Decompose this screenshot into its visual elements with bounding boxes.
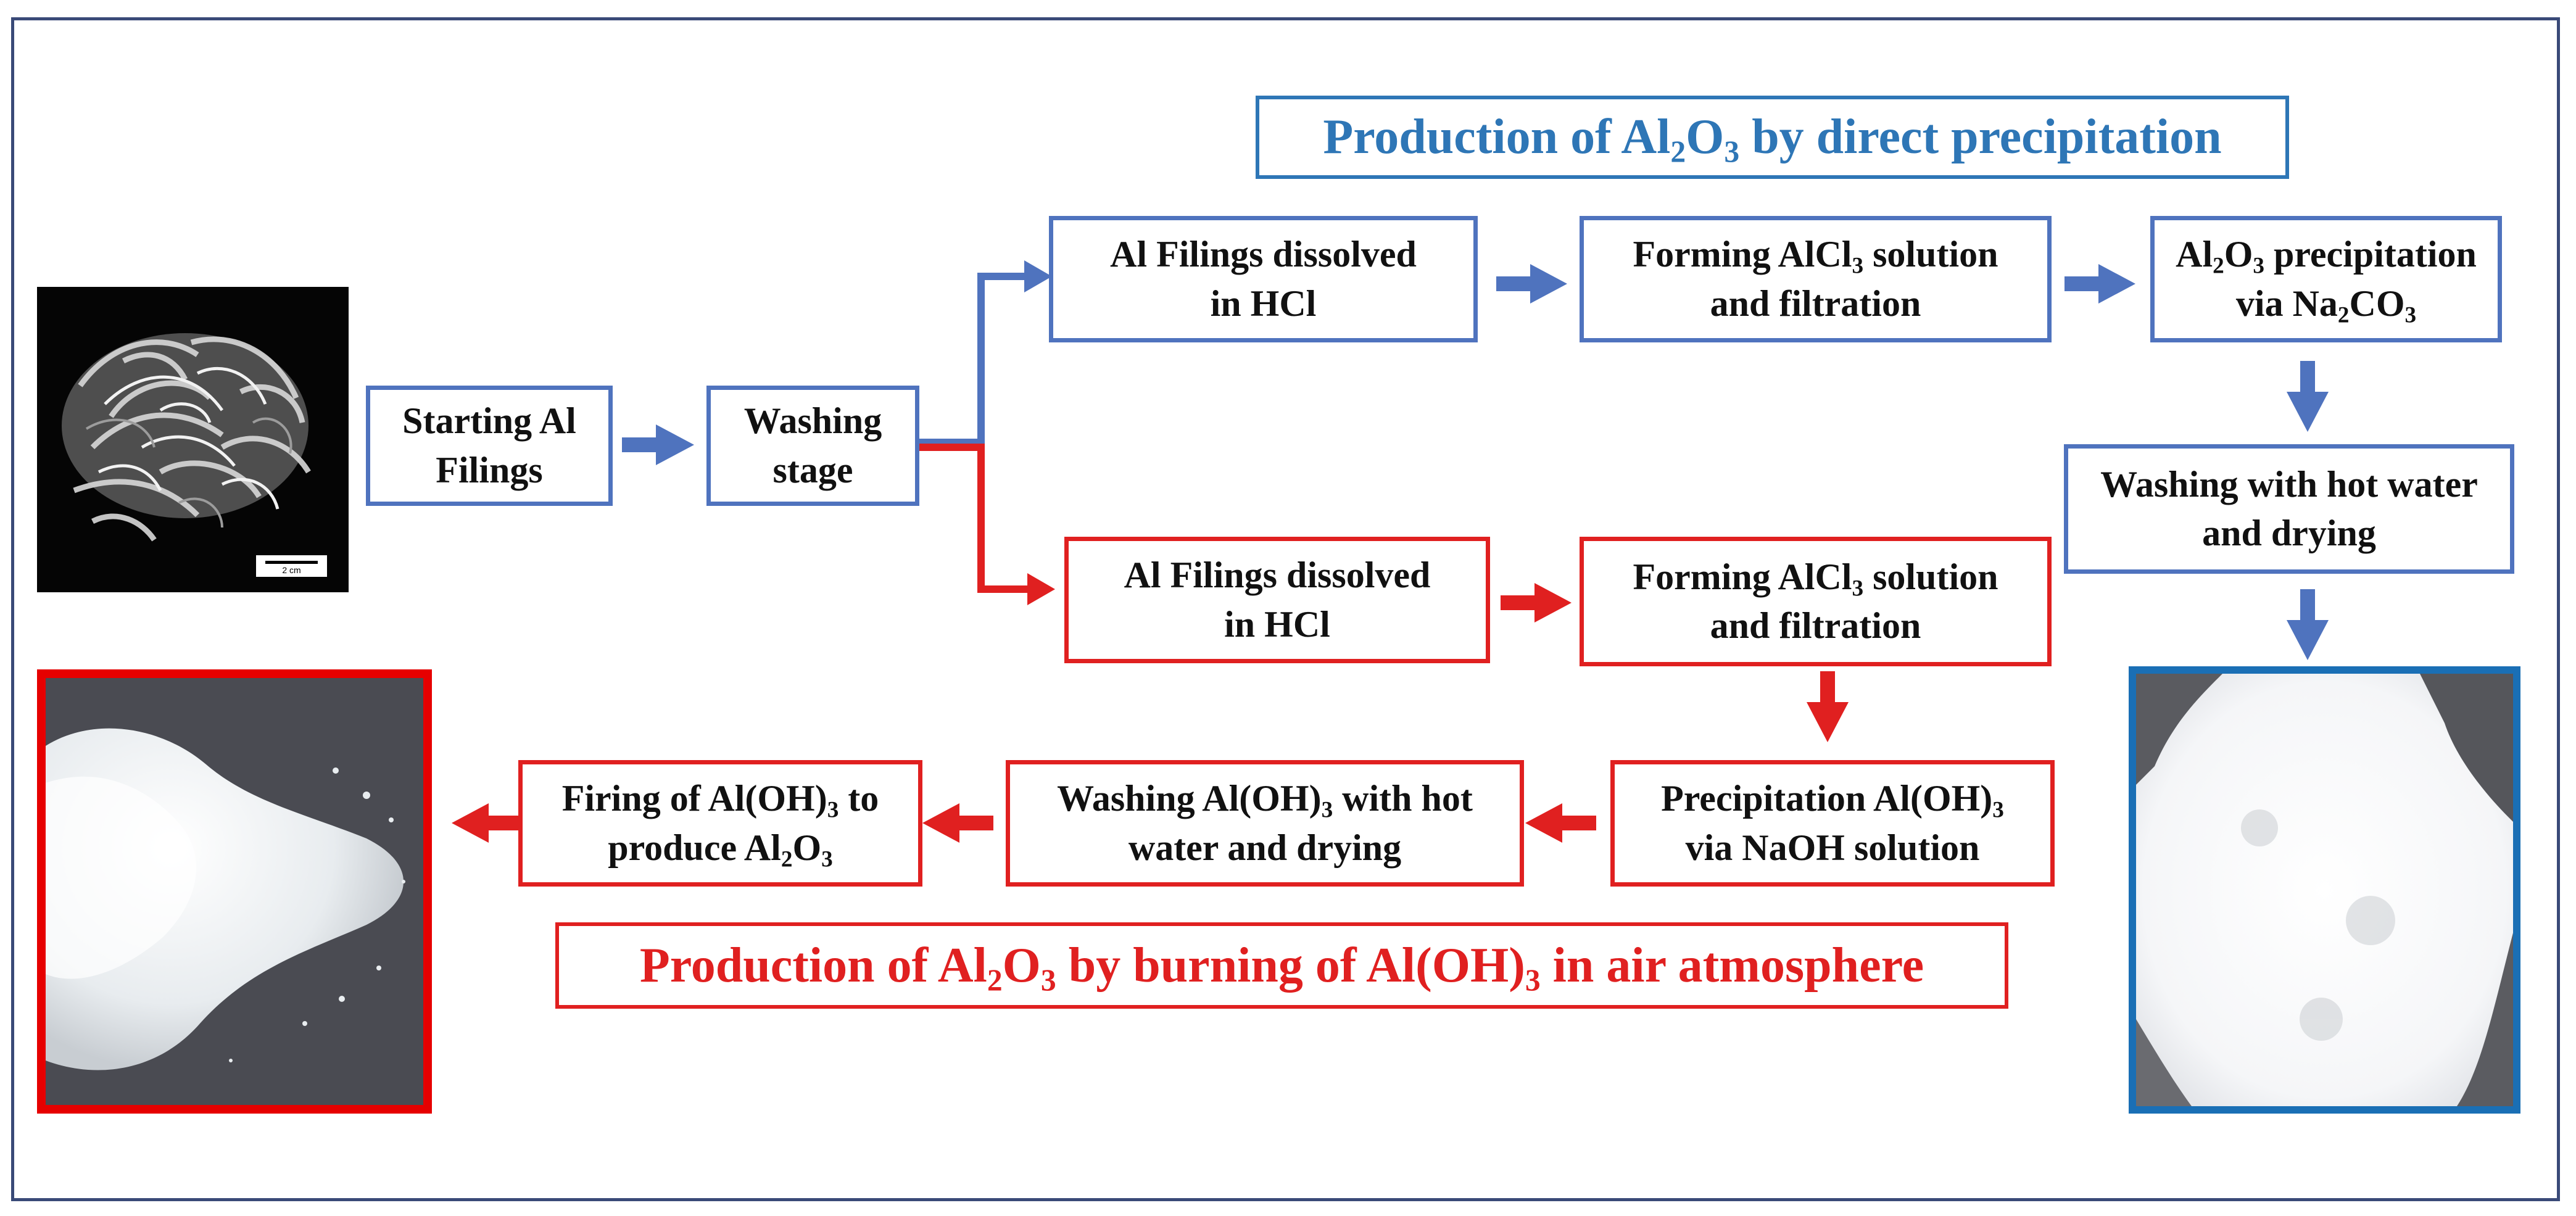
step-blue-alcl3-line2: and filtration: [1710, 283, 1921, 324]
block-arrow-washdry-to-firing-red: [922, 803, 993, 843]
step-blue-washdry-text: Washing with hot water and drying: [2100, 460, 2478, 558]
aluminum-filings-photo: 2 cm: [37, 287, 349, 592]
step-blue-washdry-line2: and drying: [2202, 513, 2376, 553]
step-starting-line1: Starting Al: [402, 400, 576, 442]
step-red-alcl3-line2: and filtration: [1710, 605, 1921, 646]
block-arrow-alcl3-to-precip-red: [1807, 671, 1849, 742]
step-red-firing-text: Firing of Al(OH)3 to produce Al2O3: [562, 774, 879, 872]
step-blue-washing-drying: Washing with hot water and drying: [2064, 444, 2514, 574]
step-starting-al-filings: Starting Al Filings: [366, 386, 613, 506]
step-red-firing-line1: Firing of Al(OH)3 to: [561, 778, 879, 823]
step-red-alcl3-line1: Forming AlCl3 solution: [1633, 556, 1998, 602]
step-red-washing-drying: Washing Al(OH)3 with hot water and dryin…: [1006, 760, 1524, 887]
blue-route-arrowhead: [1024, 260, 1052, 292]
blue-route-powder-image: [2136, 674, 2513, 1106]
red-route-powder-photo: [37, 669, 432, 1114]
step-red-firing-line2: produce Al2O3: [608, 827, 833, 872]
step-blue-al2o3-precipitation: Al2O3 precipitation via Na2CO3: [2150, 216, 2502, 342]
step-blue-precip-text: Al2O3 precipitation via Na2CO3: [2176, 230, 2477, 328]
diagram-frame: [11, 17, 2560, 1201]
step-blue-alcl3-line1: Forming AlCl3 solution: [1633, 234, 1998, 279]
block-arrow-dissolve-to-alcl3-blue: [1496, 264, 1567, 304]
title-burning-text: Production of Al2O3 by burning of Al(OH)…: [639, 938, 1924, 997]
step-red-dissolve-line2: in HCl: [1224, 603, 1330, 645]
aluminum-filings-image: [37, 287, 349, 592]
block-arrow-alcl3-to-precip-blue: [2065, 264, 2135, 304]
block-arrow-start-to-wash: [622, 424, 694, 465]
step-blue-forming-alcl3: Forming AlCl3 solution and filtration: [1580, 216, 2052, 342]
step-starting-al-filings-text: Starting Al Filings: [402, 397, 576, 494]
step-red-washdry-line1: Washing Al(OH)3 with hot: [1057, 778, 1473, 823]
block-arrow-precip-to-washdry-red: [1525, 803, 1596, 843]
blue-route-powder-photo: [2129, 666, 2520, 1114]
step-washing-line2: stage: [772, 449, 853, 490]
block-arrow-washdry-to-photo-blue: [2287, 589, 2329, 660]
red-route-powder-image: [46, 678, 423, 1105]
red-route-arrowhead: [1027, 573, 1055, 605]
step-washing-line1: Washing: [743, 400, 882, 442]
block-arrow-precip-to-washdry-blue: [2287, 361, 2329, 432]
scale-bar-label: 2 cm: [282, 565, 301, 575]
step-red-dissolve-hcl: Al Filings dissolved in HCl: [1064, 537, 1490, 663]
step-red-forming-alcl3: Forming AlCl3 solution and filtration: [1580, 537, 2052, 666]
step-red-precip-line2: via NaOH solution: [1685, 827, 1980, 868]
step-red-dissolve-text: Al Filings dissolved in HCl: [1124, 551, 1431, 648]
block-arrow-dissolve-to-alcl3-red: [1501, 583, 1572, 622]
step-starting-line2: Filings: [436, 449, 543, 490]
step-blue-washdry-line1: Washing with hot water: [2100, 463, 2478, 505]
step-red-precip-line1: Precipitation Al(OH)3: [1661, 778, 2004, 823]
red-route-line: [917, 444, 1027, 593]
step-blue-alcl3-text: Forming AlCl3 solution and filtration: [1633, 230, 1998, 328]
step-blue-precip-line1: Al2O3 precipitation: [2176, 234, 2477, 279]
step-red-washdry-line2: water and drying: [1128, 827, 1402, 868]
step-blue-dissolve-line1: Al Filings dissolved: [1110, 234, 1417, 275]
title-burning-route: Production of Al2O3 by burning of Al(OH)…: [555, 922, 2008, 1009]
step-red-precipitation-aloh3: Precipitation Al(OH)3 via NaOH solution: [1610, 760, 2055, 887]
step-red-precip-text: Precipitation Al(OH)3 via NaOH solution: [1661, 774, 2004, 872]
step-red-alcl3-text: Forming AlCl3 solution and filtration: [1633, 553, 1998, 650]
block-arrow-firing-to-photo-red: [452, 803, 523, 843]
step-blue-dissolve-text: Al Filings dissolved in HCl: [1110, 230, 1417, 328]
blue-route-line: [917, 273, 1024, 446]
step-washing-stage-text: Washing stage: [744, 397, 882, 494]
step-red-dissolve-line1: Al Filings dissolved: [1124, 555, 1431, 596]
step-red-firing-aloh3: Firing of Al(OH)3 to produce Al2O3: [518, 760, 922, 887]
step-blue-dissolve-line2: in HCl: [1210, 283, 1317, 324]
title-direct-text: Production of Al2O3 by direct precipitat…: [1323, 110, 2222, 168]
step-blue-precip-line2: via Na2CO3: [2235, 283, 2417, 328]
step-washing-stage: Washing stage: [706, 386, 919, 506]
step-blue-dissolve-hcl: Al Filings dissolved in HCl: [1049, 216, 1478, 342]
step-red-washdry-text: Washing Al(OH)3 with hot water and dryin…: [1057, 774, 1473, 872]
title-direct-precipitation: Production of Al2O3 by direct precipitat…: [1256, 96, 2289, 179]
